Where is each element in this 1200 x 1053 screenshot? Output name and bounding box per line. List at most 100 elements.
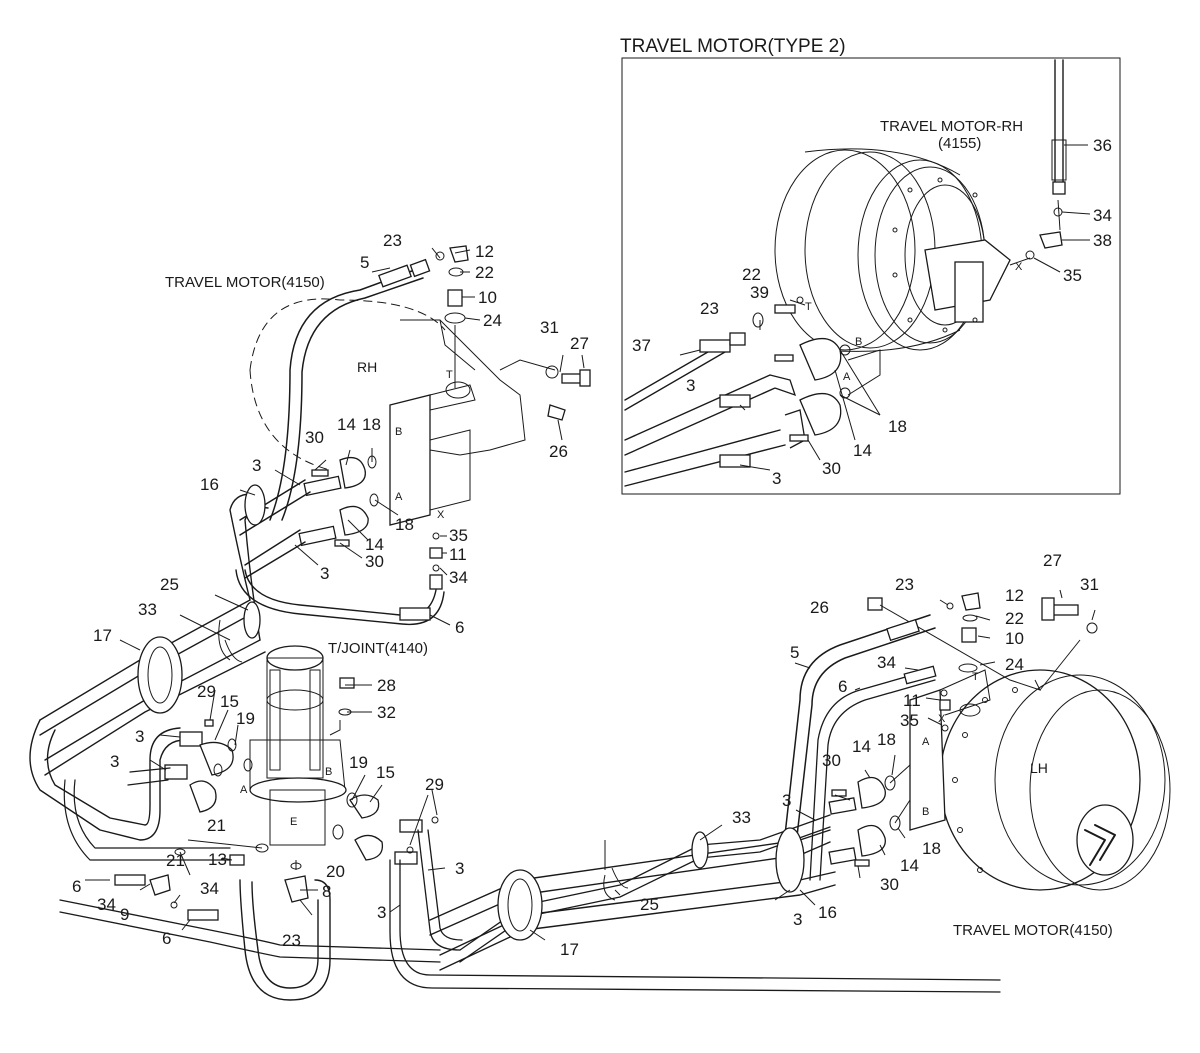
- callout-16: 16: [200, 475, 219, 494]
- inset-frame: [621, 57, 1121, 495]
- callout-11: 11: [903, 691, 921, 710]
- tjoint-title: T/JOINT(4140): [328, 640, 428, 657]
- rh-port-a: A: [395, 491, 403, 503]
- tjoint-fittings: [114, 719, 1001, 1001]
- travel-motor-rh-assembly: TRAVEL MOTOR(4150) RH T B A X: [165, 245, 591, 626]
- callout-30: 30: [822, 751, 841, 770]
- callout-23: 23: [282, 931, 301, 950]
- callout-14: 14: [337, 415, 356, 434]
- inset-motor-title: TRAVEL MOTOR-RH: [880, 118, 1023, 135]
- inset-title: TRAVEL MOTOR(TYPE 2): [620, 36, 846, 57]
- callout-33: 33: [138, 600, 157, 619]
- callout-6: 6: [162, 929, 171, 948]
- callout-10: 10: [1005, 629, 1024, 648]
- callout-18: 18: [395, 515, 414, 534]
- callout-34: 34: [200, 879, 219, 898]
- callout-21: 21: [166, 851, 185, 870]
- callout-5: 5: [790, 643, 799, 662]
- callout-10: 10: [478, 288, 497, 307]
- callout-14: 14: [365, 535, 384, 554]
- callout-30: 30: [365, 552, 384, 571]
- callout-3: 3: [793, 910, 802, 929]
- callout-32: 32: [377, 703, 396, 722]
- callout-22: 22: [742, 265, 761, 284]
- callout-18: 18: [922, 839, 941, 858]
- inset-motor-code: (4155): [938, 135, 981, 152]
- lh-port-t: T: [972, 671, 979, 683]
- inset-travel-motor-type2: TRAVEL MOTOR(TYPE 2) TRAVEL MOTOR-RH (41…: [620, 36, 1121, 495]
- callout-33: 33: [732, 808, 751, 827]
- callout-5: 5: [360, 253, 369, 272]
- callout-29: 29: [425, 775, 444, 794]
- callout-17: 17: [560, 940, 579, 959]
- rh-port-x: X: [437, 509, 445, 521]
- rh-port-b: B: [395, 426, 402, 438]
- callout-19: 19: [236, 709, 255, 728]
- callout-34: 34: [449, 568, 468, 587]
- callout-37: 37: [632, 336, 651, 355]
- callout-16: 16: [818, 903, 837, 922]
- callout-20: 20: [326, 862, 345, 881]
- callout-34: 34: [1093, 206, 1112, 225]
- inset-port-a: A: [843, 371, 851, 383]
- leader-lines: [85, 144, 1096, 941]
- callout-11: 11: [449, 545, 467, 564]
- callout-15: 15: [220, 692, 239, 711]
- callout-27: 27: [1043, 551, 1062, 570]
- callout-31: 31: [1080, 575, 1099, 594]
- callout-14: 14: [900, 856, 919, 875]
- lh-port-a: A: [922, 736, 930, 748]
- callout-3: 3: [135, 727, 144, 746]
- rh-port-t: T: [446, 369, 453, 381]
- callout-18: 18: [362, 415, 381, 434]
- callout-3: 3: [455, 859, 464, 878]
- callout-23: 23: [895, 575, 914, 594]
- callout-14: 14: [853, 441, 872, 460]
- callout-24: 24: [1005, 655, 1024, 674]
- callout-6: 6: [455, 618, 464, 637]
- callout-3: 3: [782, 791, 791, 810]
- callout-36: 36: [1093, 136, 1112, 155]
- callout-3: 3: [772, 469, 781, 488]
- callout-34: 34: [97, 895, 116, 914]
- callout-24: 24: [483, 311, 502, 330]
- turning-joint: T/JOINT(4140) E B A: [240, 640, 428, 846]
- callout-35: 35: [1063, 266, 1082, 285]
- inset-travel-motor-rh: [774, 148, 1011, 352]
- callout-21: 21: [207, 816, 226, 835]
- callout-29: 29: [197, 682, 216, 701]
- callout-31: 31: [540, 318, 559, 337]
- callout-19: 19: [349, 753, 368, 772]
- travel-motor-lh-assembly: TRAVEL MOTOR(4150) LH A B T X: [779, 592, 1171, 939]
- callout-26: 26: [810, 598, 829, 617]
- callout-17: 17: [93, 626, 112, 645]
- callout-22: 22: [1005, 609, 1024, 628]
- callout-35: 35: [449, 526, 468, 545]
- callout-26: 26: [549, 442, 568, 461]
- inset-port-x: X: [1015, 261, 1023, 273]
- callout-18: 18: [877, 730, 896, 749]
- callout-18: 18: [888, 417, 907, 436]
- travel-motor-lh-title: TRAVEL MOTOR(4150): [953, 922, 1113, 939]
- callout-9: 9: [120, 905, 129, 924]
- callout-numbers: 36 34 38 35 22 39 23 37 3 18 14 30 3 23 …: [72, 136, 1112, 959]
- callout-6: 6: [838, 677, 847, 696]
- callout-3: 3: [686, 376, 695, 395]
- callout-14: 14: [852, 737, 871, 756]
- middle-hose-bundle: [429, 814, 836, 971]
- callout-38: 38: [1093, 231, 1112, 250]
- callout-30: 30: [305, 428, 324, 447]
- tjoint-port-a: A: [240, 784, 248, 796]
- callout-28: 28: [377, 676, 396, 695]
- callout-23: 23: [383, 231, 402, 250]
- callout-12: 12: [475, 242, 494, 261]
- callout-39: 39: [750, 283, 769, 302]
- travel-motor-rh-title: TRAVEL MOTOR(4150): [165, 274, 325, 291]
- inset-port-t: T: [805, 301, 812, 313]
- tjoint-port-e: E: [290, 816, 297, 828]
- callout-3: 3: [377, 903, 386, 922]
- callout-12: 12: [1005, 586, 1024, 605]
- callout-30: 30: [880, 875, 899, 894]
